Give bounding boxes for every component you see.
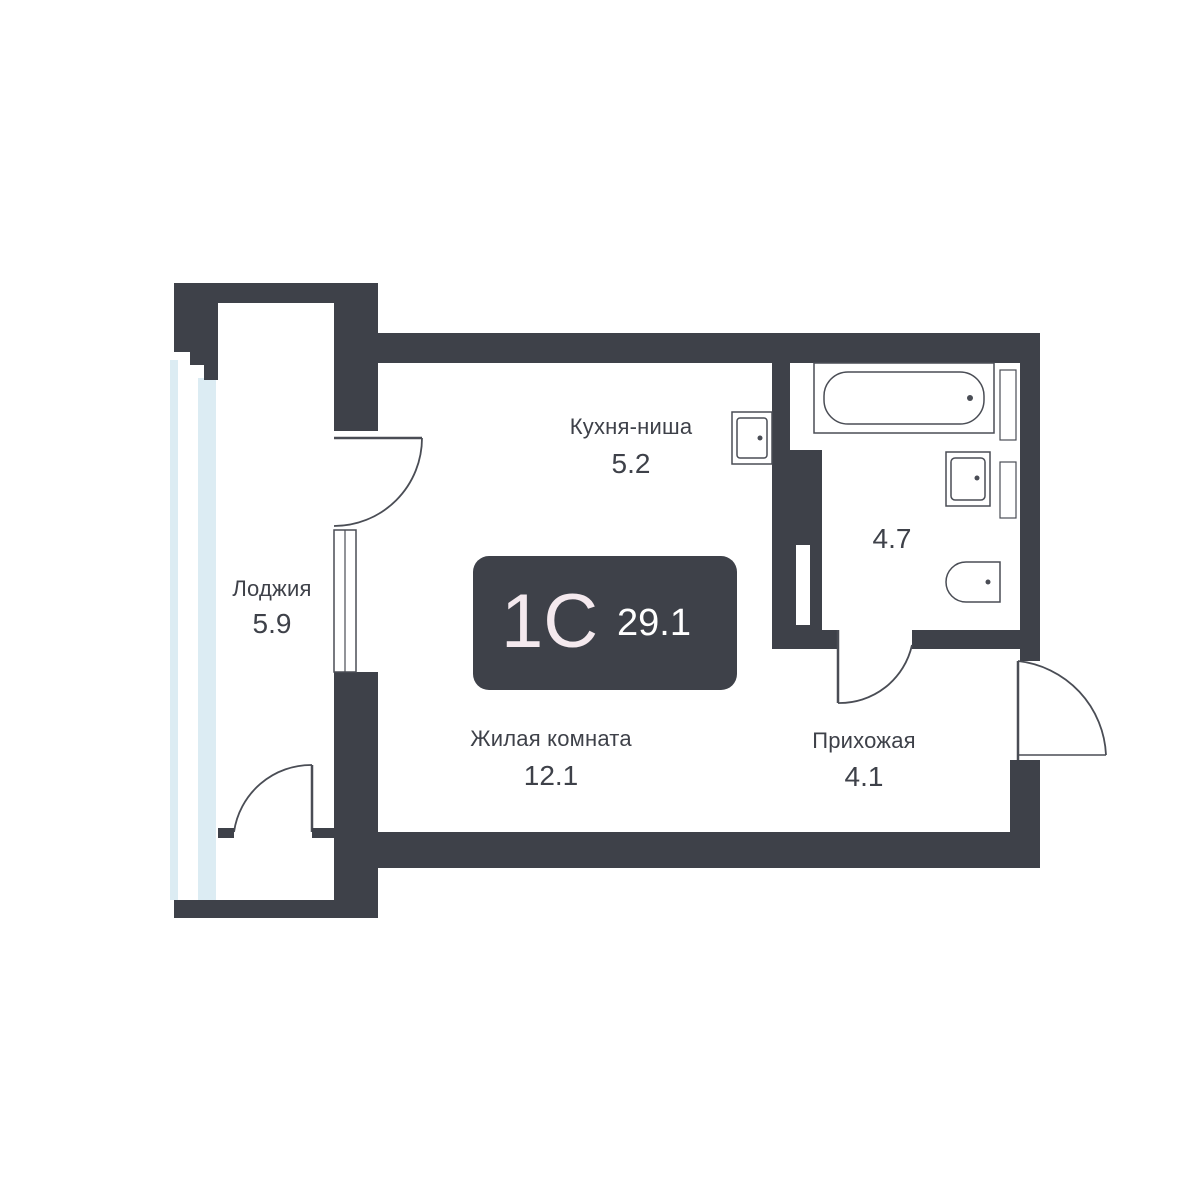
loggia-door-swing [333,437,423,527]
kitchen-sink-drain [757,435,763,441]
apartment-total-area: 29.1 [617,602,691,644]
loggia-area: 5.9 [252,608,292,639]
hallway-area: 4.1 [844,761,884,792]
loggia-glazing [170,360,178,900]
kitchen-sink-inner [736,417,768,459]
loggia-bottom-wall [174,900,378,918]
toilet-button [985,579,991,585]
living-room-area: 12.1 [523,760,579,791]
bathroom-door-swing [837,644,913,704]
entrance-door-swing [1017,660,1107,756]
partition-upper [334,283,378,431]
partition-lower [334,672,378,918]
bathroom-bottom-wall-b [912,630,1020,649]
bottom-wall [378,832,1040,868]
loggia-left-wall-step [174,283,218,380]
bathroom-bottom-wall-a [772,630,838,649]
bathtub-inner [823,371,985,425]
hallway-label: Прихожая [812,728,916,753]
loggia-top-wall [174,283,378,303]
toilet-icon [945,561,1001,603]
wall-niche-2 [999,461,1017,519]
kitchen-label: Кухня-ниша [569,414,693,439]
loggia-door-jamb-left [218,828,234,838]
wall-niche-1 [999,369,1017,441]
apartment-type: 1С [501,579,599,664]
right-wall-upper [1020,333,1040,661]
kitchen-area: 5.2 [611,448,651,479]
bathroom-area: 4.7 [872,523,912,554]
shaft-slot [796,545,810,625]
loggia-glazing-inner [198,378,216,900]
bathtub-drain [967,395,973,401]
loggia-small-door-swing [233,764,313,833]
apartment-badge: 1С 29.1 [473,556,737,690]
living-room-label: Жилая комната [470,726,632,751]
bathroom-sink-drain [974,475,980,481]
loggia-label: Лоджия [232,576,312,601]
bathroom-sink-inner [950,457,986,501]
top-wall [378,333,1040,363]
loggia-glazing-mullion [181,370,195,900]
loggia-door-jamb-right [312,828,334,838]
